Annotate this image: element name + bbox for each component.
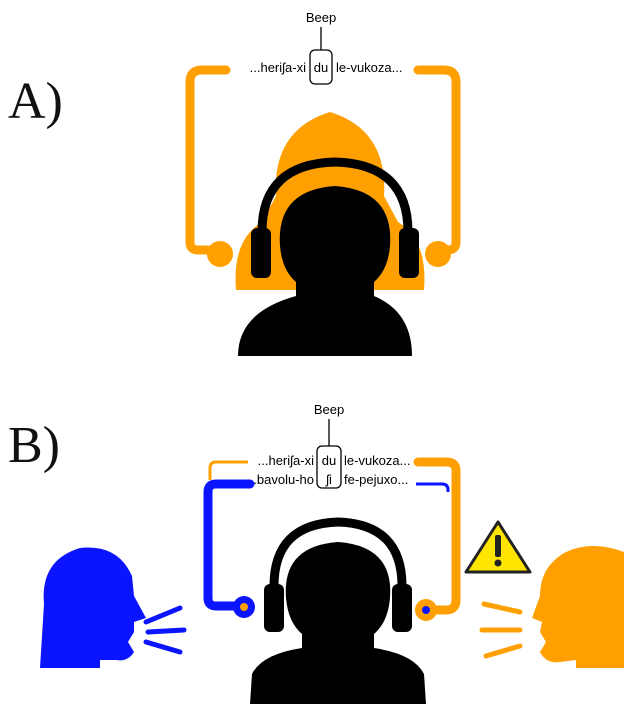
- panel-b-right-ear-inner: [422, 606, 430, 614]
- panel-b-orange-thin-link: [208, 460, 248, 480]
- panel-b-stream-bottom-before: ...bavolu-ho: [246, 472, 314, 487]
- speaking-head-blue-icon: [40, 547, 187, 668]
- panel-b-blue-link: [203, 479, 255, 611]
- panel-b-stream-bottom-target: ʃi: [325, 472, 332, 487]
- panel-a-link-right: [413, 65, 461, 255]
- panel-a-left-ear-dot: [207, 241, 233, 267]
- speaking-head-orange-icon: [479, 546, 624, 668]
- panel-a-beep-label: Beep: [306, 10, 336, 25]
- panel-a-label: A): [8, 73, 63, 130]
- panel-a-stream-target: du: [314, 60, 328, 75]
- panel-b-blue-thin-link: [416, 482, 450, 492]
- panel-a: A) Beep ...heriʃa-xi du le-vukoza...: [8, 10, 461, 356]
- listener-headphones-icon: [238, 157, 419, 356]
- panel-b-left-ear-inner: [240, 603, 248, 611]
- panel-b-stream-top-after: le-vukoza...: [344, 453, 410, 468]
- warning-triangle-icon: [464, 520, 532, 574]
- panel-b-label: B): [8, 417, 60, 474]
- panel-b: B) Beep ...heriʃa-xi du le-vukoza... ...…: [8, 402, 624, 704]
- panel-a-target-box: [309, 49, 333, 85]
- panel-b-stream-top-target: du: [322, 453, 336, 468]
- listener-headphones-icon: [250, 517, 426, 704]
- panel-b-stream-top-before: ...heriʃa-xi: [258, 453, 314, 468]
- panel-a-right-ear-dot: [425, 241, 451, 267]
- panel-b-beep-label: Beep: [314, 402, 344, 417]
- panel-a-link-left: [185, 65, 231, 255]
- panel-b-orange-link: [413, 457, 461, 615]
- panel-b-stream-bottom-after: fe-pejuxo...: [344, 472, 408, 487]
- panel-a-stream-after: le-vukoza...: [336, 60, 402, 75]
- panel-b-target-box: [316, 445, 342, 489]
- panel-a-stream-before: ...heriʃa-xi: [250, 60, 306, 75]
